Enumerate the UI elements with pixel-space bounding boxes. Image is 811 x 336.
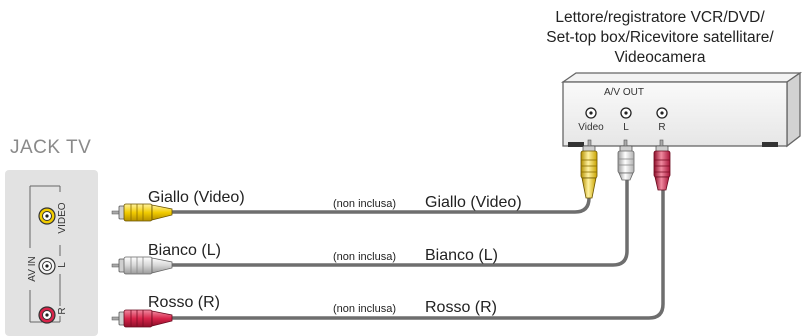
plug-device-r [653, 139, 671, 191]
tv-port-l [38, 257, 56, 275]
cable-video-left-label: Giallo (Video) [148, 189, 245, 206]
tv-jack-title: JACK TV [10, 137, 92, 158]
tv-panel-background [5, 170, 98, 336]
plug-device-video [580, 139, 598, 199]
tv-port-l-label: L [57, 262, 68, 268]
plug-tv-r [111, 309, 173, 328]
device-title-line-1: Lettore/registratore VCR/DVD/ [555, 9, 765, 26]
device-port-r [656, 107, 668, 119]
device-side [786, 71, 801, 148]
cable-r-note: (non inclusa) [333, 303, 396, 315]
cable-video-right-label: Giallo (Video) [425, 194, 522, 211]
device-foot-right [762, 142, 778, 147]
plug-tv-video [111, 203, 173, 222]
cable-l-right-label: Bianco (L) [425, 247, 498, 264]
cable-l-left-label: Bianco (L) [148, 242, 221, 259]
tv-jack-panel: AV IN VIDEO L R [5, 170, 98, 336]
device-title-line-2: Set-top box/Ricevitore satellitare/ [546, 29, 774, 46]
cable-wire-r [171, 188, 665, 320]
cable-r-left-label: Rosso (R) [148, 294, 220, 311]
cable-video-note: (non inclusa) [333, 198, 396, 210]
cable-labels: Giallo (Video) (non inclusa) Giallo (Vid… [148, 189, 522, 316]
cable-wire-l [171, 176, 629, 267]
tv-av-in-label: AV IN [27, 256, 38, 281]
av-out-label: A/V OUT [604, 87, 644, 98]
tv-port-r-label: R [57, 307, 68, 314]
cable-l-note: (non inclusa) [333, 251, 396, 263]
device-title-line-3: Videocamera [614, 49, 706, 66]
device-foot-left [568, 142, 584, 147]
tv-port-r [38, 306, 56, 324]
device-port-video [585, 107, 597, 119]
tv-port-video-label: VIDEO [57, 202, 68, 233]
source-device: A/V OUT Video L R [560, 71, 803, 148]
plug-tv-l [111, 256, 173, 275]
device-port-r-label: R [658, 122, 665, 133]
device-port-l [620, 107, 632, 119]
device-title: Lettore/registratore VCR/DVD/ Set-top bo… [520, 8, 800, 68]
device-port-video-label: Video [578, 122, 604, 133]
cable-r-right-label: Rosso (R) [425, 299, 497, 316]
device-top [560, 72, 803, 83]
device-port-l-label: L [623, 122, 629, 133]
plug-device-l [617, 139, 635, 181]
tv-port-video [38, 207, 56, 225]
device-front [562, 81, 788, 147]
